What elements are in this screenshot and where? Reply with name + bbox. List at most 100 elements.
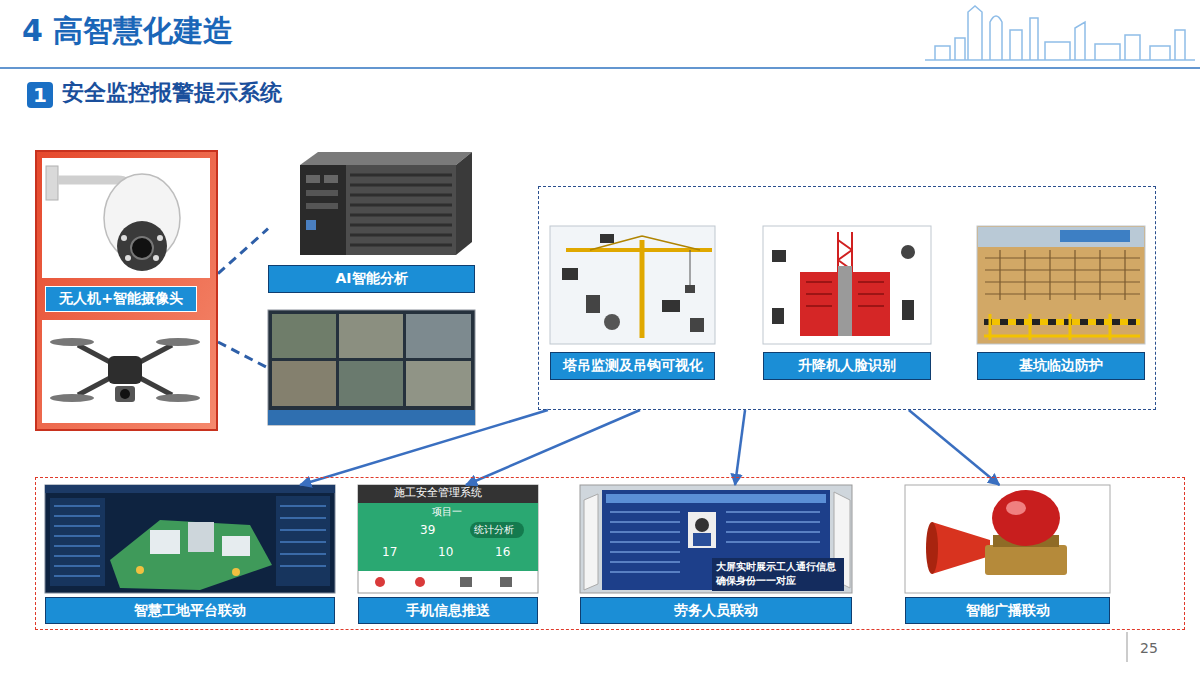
section-badge: 1 [27,82,53,108]
alarm-photo [905,485,1110,593]
faceid-header [606,494,826,503]
label-text: 手机信息推送 [406,602,490,620]
label-text: 无人机+智能摄像头 [59,290,183,308]
alarm-base [985,545,1067,575]
pit-sky [978,227,1144,247]
video-leader [218,342,268,368]
platform-marker [136,566,144,574]
camera-dome [117,221,167,271]
drone-body [108,356,142,384]
video-wall [268,310,475,425]
server-port [306,190,338,196]
server-port [306,175,320,183]
label-band: AI智能分析 [268,265,475,293]
label-text: 塔吊监测及吊钩可视化 [563,357,703,375]
video-toolbar [268,410,475,425]
video-tile [406,314,471,358]
label-band: 升降机人脸识别 [763,352,931,380]
platform-topbar [45,485,335,493]
video-tile [339,361,403,406]
label-band: 塔吊监测及吊钩可视化 [550,352,715,380]
device-icon [902,300,914,320]
faceid-body [693,533,711,546]
faceid-monitor [602,490,830,590]
faceid-photo [580,485,852,593]
camera-led [125,255,131,261]
turnstile [584,494,598,590]
pit-rebar [985,250,1140,300]
page-number: 25 [1140,640,1158,656]
linkage-card: 智慧工地平台联动 [45,485,335,625]
drone-lens [120,389,130,399]
drone-photo [42,320,210,423]
device-icon [901,245,915,259]
camera-led [153,255,159,261]
drone-prop [156,338,200,346]
section-title: 安全监控报警提示系统 [62,80,282,105]
phone-icon [415,577,425,587]
platform-rows [280,506,326,566]
device-icon [690,318,704,332]
server-port [324,175,338,183]
platform-building [222,536,250,556]
crane-mast [640,240,645,338]
camera-photo [42,158,210,278]
server-fins [350,175,452,245]
linkage-card: 劳务人员联动 [580,485,852,625]
server-end [456,152,472,255]
drone-prop [50,338,94,346]
screen-number: 10 [438,546,453,560]
monitor-card: 基坑临边防护 [977,226,1145,381]
screen-number: 16 [495,546,510,560]
server-port [306,203,338,209]
crane-photo [550,226,715,344]
drone-prop [50,394,94,402]
connector [300,410,548,485]
pit-photo [977,226,1145,344]
faceid-head [695,518,709,532]
screen-number: 39 [420,524,435,538]
label-text: 智慧工地平台联动 [134,602,246,620]
connector [909,410,1000,485]
pit-fence [984,335,1140,338]
server-side [346,165,456,255]
linkage-card: 智能广播联动 [905,485,1110,625]
monitor-card: 塔吊监测及吊钩可视化 [550,226,715,381]
device-icon [562,268,578,280]
screen-text: 大屏实时展示工人通行信息 [716,561,836,573]
panel-fill [35,150,218,431]
label-band: 劳务人员联动 [580,597,852,624]
server-top [300,152,472,165]
connector [218,229,268,274]
linkage-card: 手机信息推送 [358,485,538,625]
phone-icon [460,577,472,587]
source-panel: 无人机+智能摄像头 [35,150,218,431]
hoist-grille [806,282,884,306]
monitor-card: 升降机人脸识别 [763,226,931,381]
label-text: AI智能分析 [335,270,407,288]
monitor-group: 塔吊监测及吊钩可视化 升降机人脸识别 基坑临边防护 [538,186,1156,410]
header-rule [0,67,1200,69]
phone-pill [470,522,524,538]
label-text: 智能广播联动 [966,602,1050,620]
platform-panel [50,498,105,586]
label-text: 升降机人脸识别 [798,357,896,375]
alarm-horn [932,522,990,574]
pit-fence [984,319,1140,325]
platform-panel [276,496,330,586]
platform-building [150,530,180,554]
device-icon [662,300,680,312]
video-tile [406,361,471,406]
alarm-highlight [1006,501,1026,515]
video-tile [339,314,403,358]
hoist-mast [838,266,852,336]
server-port [306,220,316,230]
device-icon [586,295,600,313]
label-text: 基坑临边防护 [1019,357,1103,375]
screen-text: 项目一 [432,506,462,518]
label-text: 劳务人员联动 [674,602,758,620]
drone-gimbal [115,386,135,402]
platform-screen [45,485,335,593]
camera-housing [104,174,180,262]
